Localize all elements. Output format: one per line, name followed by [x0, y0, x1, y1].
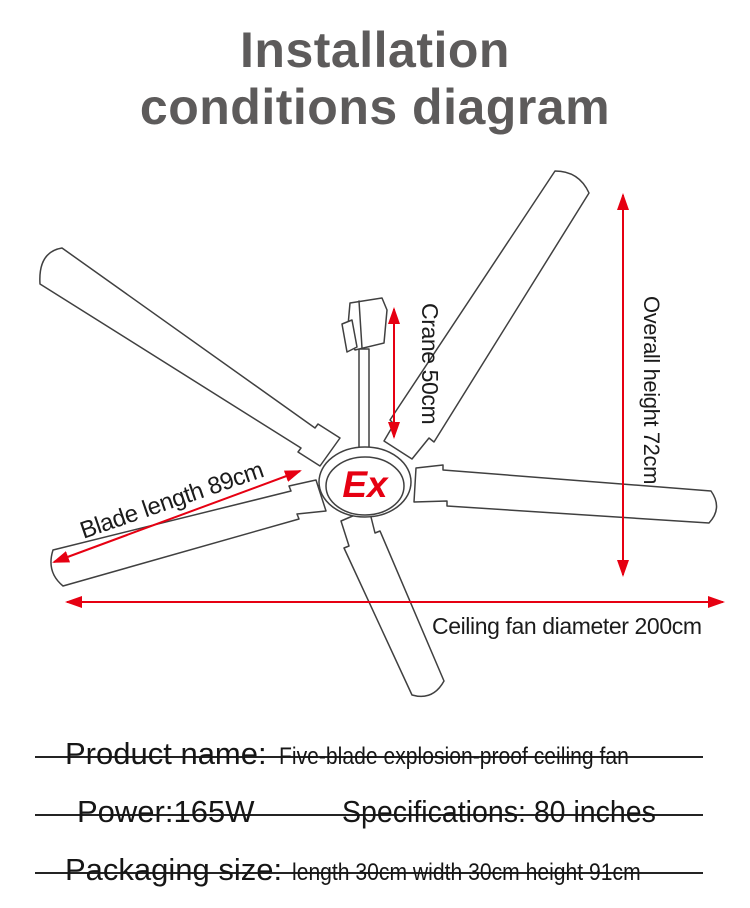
fan-drop-rod: [358, 348, 370, 453]
fan-blade-upper-right: [383, 170, 590, 460]
fan-mount-bracket-fold: [358, 300, 363, 349]
spec-value-product-name: Five-blade explosion-proof ceiling fan: [278, 743, 629, 770]
spec-table: Product name: Five-blade explosion-proof…: [35, 700, 703, 887]
diameter-dimension-label: Ceiling fan diameter 200cm: [432, 613, 702, 639]
fan-mount-bracket-flap: [341, 319, 358, 353]
fan-hub-inner: [325, 456, 405, 516]
spec-row-product-name: Product name: Five-blade explosion-proof…: [35, 700, 703, 771]
fan-blade-upper-left: [39, 247, 341, 467]
fan-blade-right: [413, 464, 718, 524]
spec-label-packaging-size: Packaging size:: [65, 852, 283, 887]
spec-label-power: Power:165W: [77, 794, 255, 829]
spec-row-power-specs: Power:165W Specifications: 80 inches: [35, 758, 703, 829]
spec-label-product-name: Product name:: [65, 736, 267, 771]
spec-row-packaging-size: Packaging size: length 30cm width 30cm h…: [35, 816, 703, 887]
spec-value-specifications: Specifications: 80 inches: [342, 794, 657, 829]
page-title: Installation conditions diagram: [0, 22, 750, 136]
page-title-line1: Installation: [240, 22, 510, 78]
blade-length-dimension-arrow: [52, 470, 302, 563]
overall-height-dimension-label: Overall height 72cm: [639, 296, 664, 485]
spec-value-packaging-size: length 30cm width 30cm height 91cm: [292, 859, 641, 886]
crane-dimension-label: Crane 50cm: [417, 303, 443, 425]
page-title-line2: conditions diagram: [139, 79, 611, 135]
explosion-proof-ex-mark: Ex: [342, 464, 388, 505]
